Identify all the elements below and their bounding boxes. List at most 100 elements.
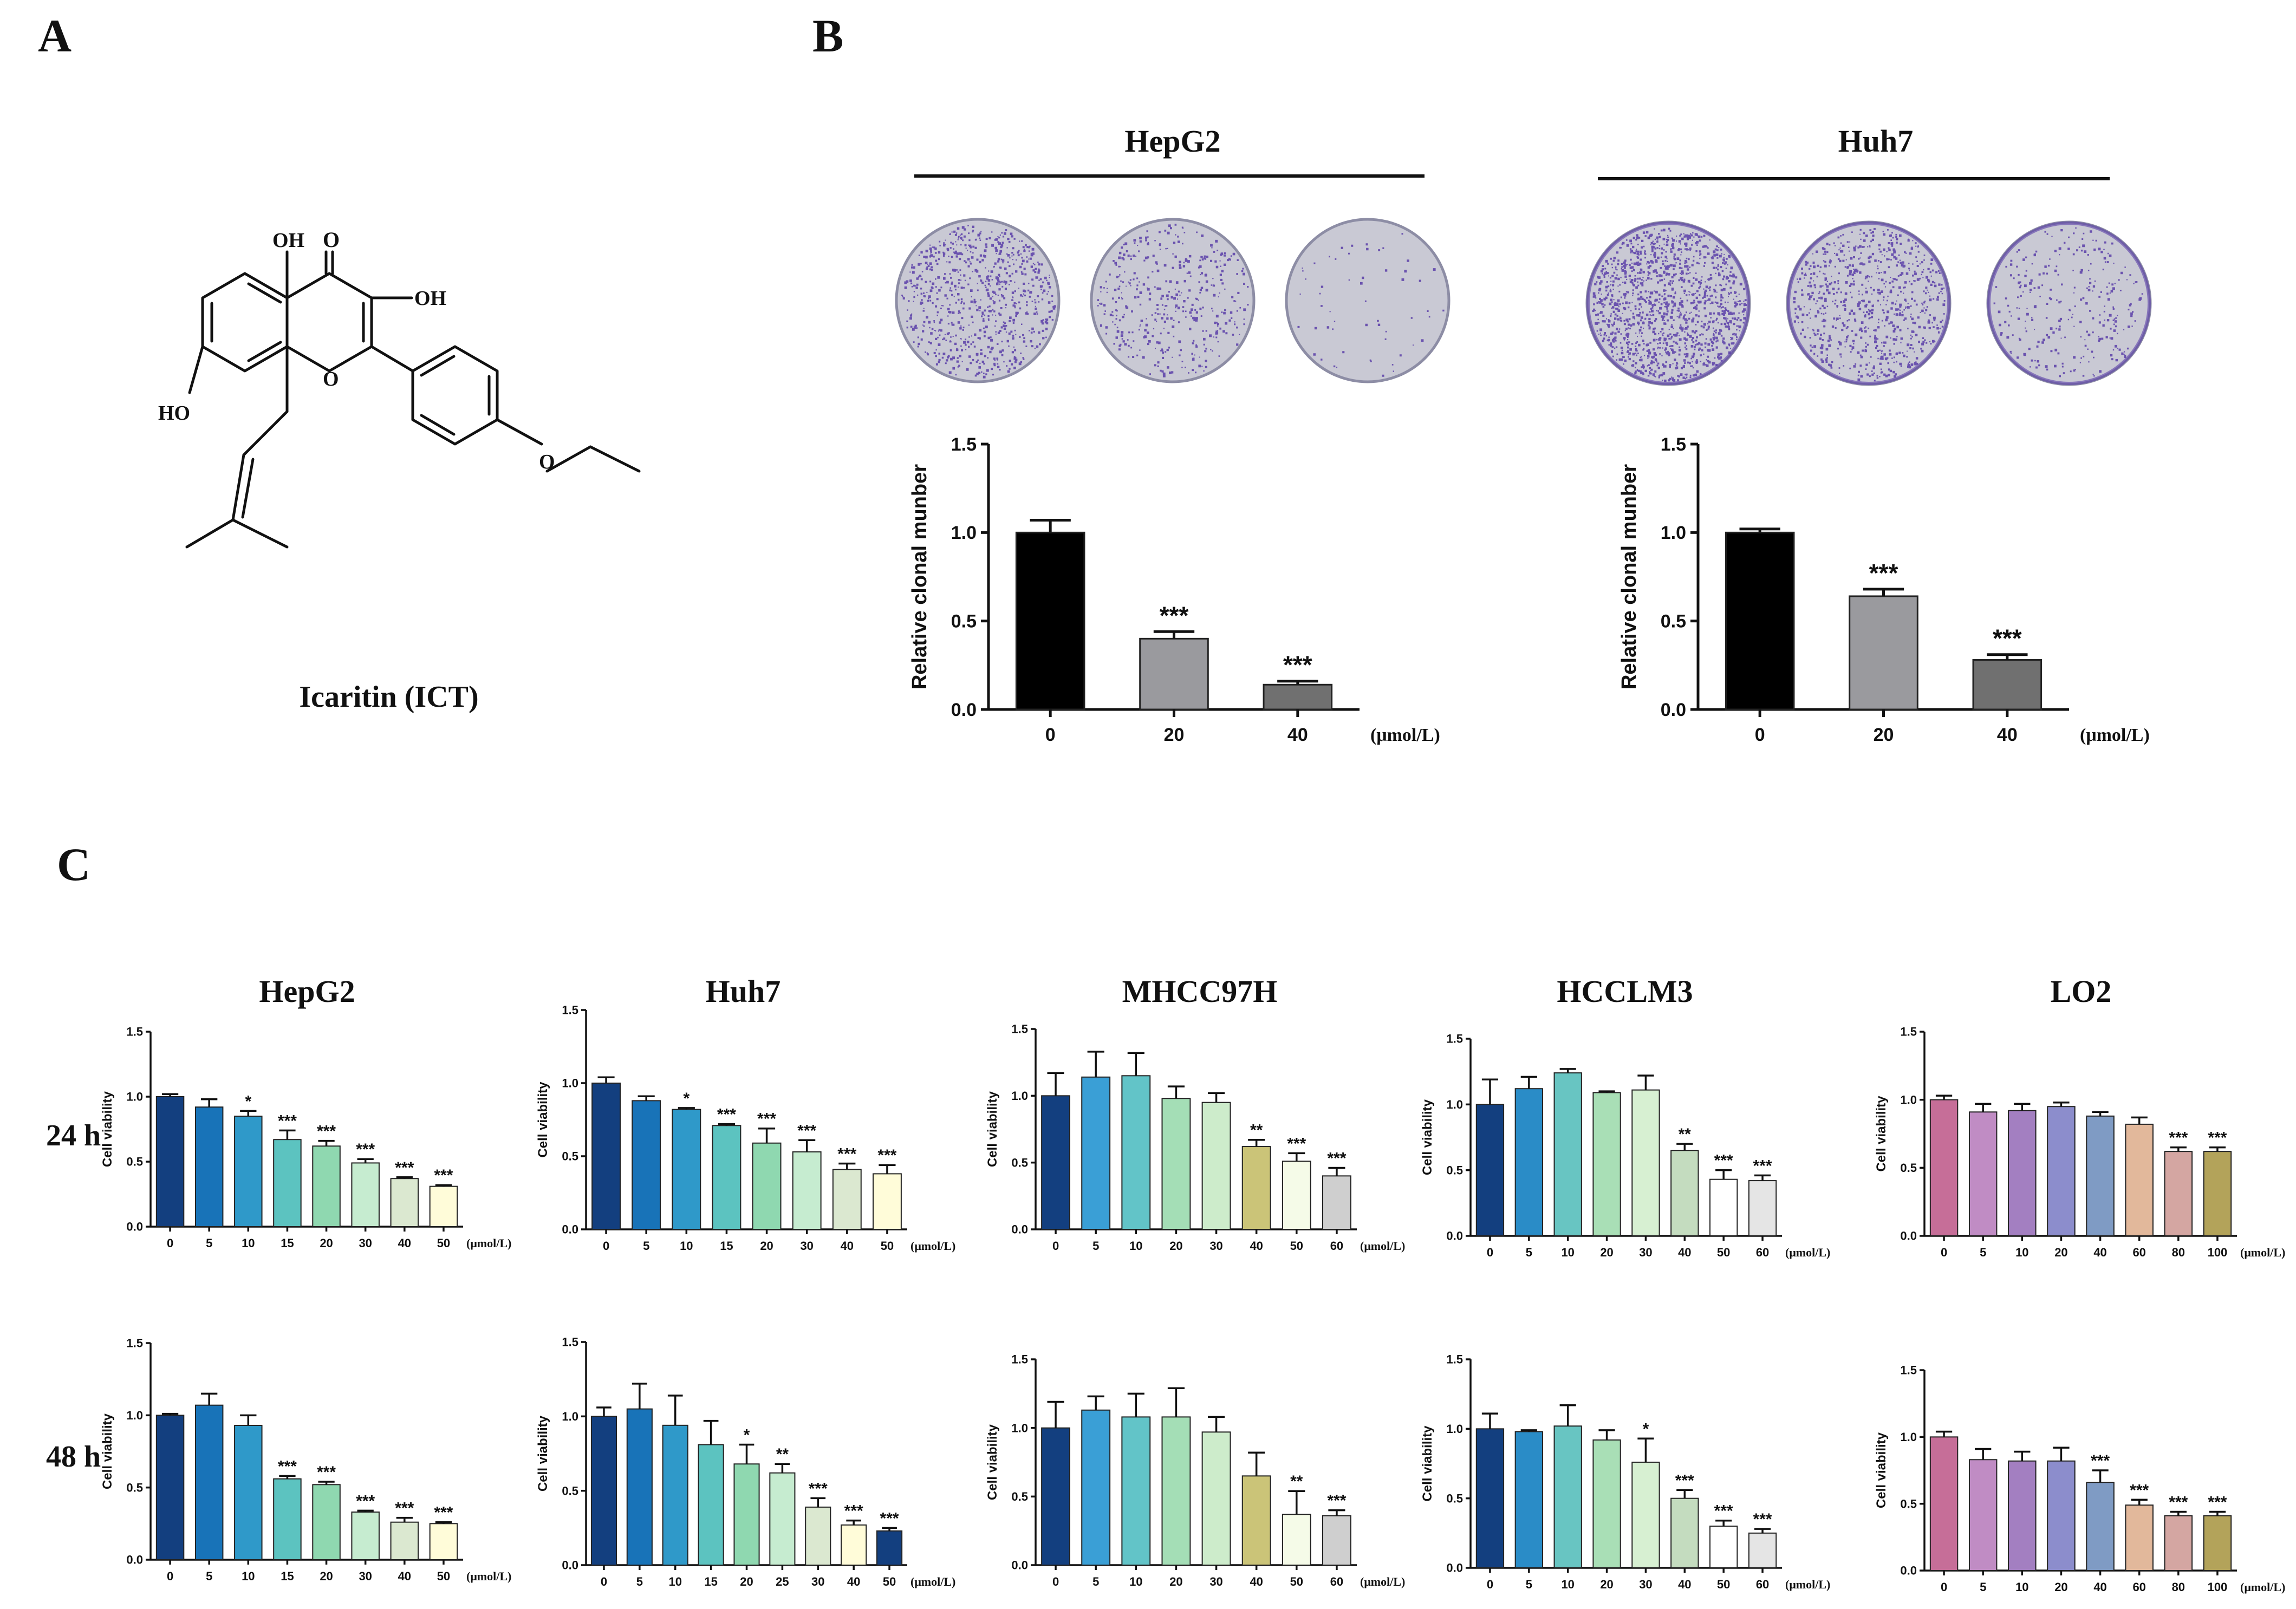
bar-20: [1161, 1416, 1191, 1566]
prenyl-4: [185, 518, 235, 549]
bar-60: [1322, 1515, 1351, 1566]
x-tick-label: 50: [1717, 1578, 1730, 1591]
ring-a-double-3: [247, 282, 282, 304]
x-tick-label: 5: [1092, 1239, 1099, 1253]
x-tick-label: 10: [1129, 1239, 1142, 1253]
y-axis-label: Cell viability: [985, 1091, 1000, 1167]
significance-label: ***: [757, 1110, 776, 1128]
y-tick-label: 1.0: [1900, 1093, 1917, 1106]
significance-label: ***: [1283, 651, 1312, 679]
y-tick-label: 1.5: [951, 434, 977, 455]
bar-30: [1631, 1089, 1660, 1236]
x-tick-label: 5: [206, 1236, 212, 1250]
bar-60: [1748, 1532, 1777, 1568]
bar-0: [1929, 1436, 1959, 1571]
bar-5: [1968, 1459, 1998, 1571]
bar-60: [2125, 1123, 2154, 1237]
colony-dots: [1592, 227, 1747, 382]
significance-label: ***: [2130, 1481, 2149, 1499]
bar-0: [1015, 531, 1085, 711]
colony-plates: [895, 218, 2152, 386]
y-tick-label: 0.0: [126, 1553, 143, 1567]
unit-label: (μmol/L): [1360, 1575, 1405, 1588]
atom-label-o-ring: O: [323, 368, 339, 390]
bar-30: [805, 1506, 831, 1566]
bar-40: [1670, 1497, 1699, 1569]
x-tick-label: 20: [2054, 1580, 2067, 1594]
bar-40: [832, 1169, 862, 1230]
x-tick-label: 5: [1980, 1580, 1986, 1594]
bar-50: [429, 1523, 458, 1560]
significance-label: ***: [1327, 1150, 1346, 1168]
unit-label: (μmol/L): [466, 1236, 511, 1250]
ring-a: [201, 272, 289, 373]
row-label-48h: 48 h: [46, 1440, 101, 1474]
bar-15: [698, 1444, 724, 1566]
unit-label: (μmol/L): [1785, 1246, 1830, 1259]
y-axis-label: Cell viability: [1420, 1425, 1435, 1502]
y-tick-label: 1.5: [1900, 1025, 1917, 1039]
x-tick-label: 60: [1330, 1575, 1343, 1588]
significance-label: ***: [278, 1457, 297, 1475]
x-tick-label: 30: [1639, 1578, 1652, 1591]
bar-0: [1041, 1427, 1071, 1566]
y-tick-label: 1.0: [126, 1409, 143, 1422]
y-tick-label: 1.0: [562, 1410, 578, 1423]
bar-5: [1081, 1409, 1111, 1566]
y-axis-label: Cell viability: [1874, 1432, 1889, 1508]
x-tick-label: 10: [242, 1569, 255, 1583]
significance-label: ***: [356, 1141, 375, 1158]
bar-50: [1709, 1178, 1738, 1236]
bar-25: [769, 1472, 796, 1566]
x-tick-label: 0: [1052, 1239, 1059, 1253]
plate-dish: [895, 218, 1061, 383]
bar-30: [351, 1512, 380, 1560]
panel-c-title-mhcc97h: MHCC97H: [1122, 974, 1278, 1009]
bar-20: [312, 1145, 341, 1227]
significance-label: ***: [1753, 1510, 1772, 1528]
significance-label: ***: [2208, 1493, 2227, 1511]
bar-5: [1081, 1076, 1111, 1230]
bar-0: [1041, 1095, 1071, 1230]
x-tick-label: 15: [281, 1569, 294, 1583]
bar-10: [1121, 1075, 1151, 1230]
x-tick-label: 40: [1250, 1575, 1263, 1588]
bar-10: [2008, 1110, 2037, 1237]
y-tick-label: 0.5: [1011, 1156, 1028, 1169]
row-label-24h: 24 h: [46, 1119, 101, 1152]
prenyl-2: [242, 410, 289, 457]
significance-label: ***: [2169, 1129, 2188, 1147]
significance-label: **: [1679, 1125, 1692, 1143]
bar-60: [1748, 1180, 1777, 1237]
x-tick-label: 60: [1330, 1239, 1343, 1253]
colony-plate-huh7-0: [1585, 220, 1751, 386]
bar-50: [1282, 1161, 1311, 1230]
bar-50: [1709, 1526, 1738, 1568]
x-tick-label: 5: [636, 1575, 643, 1588]
y-tick-label: 0.5: [126, 1481, 143, 1494]
bar-5: [194, 1404, 224, 1561]
y-axis-label: Cell viability: [100, 1413, 115, 1489]
bar-0: [1725, 531, 1795, 711]
x-tick-label: 40: [1678, 1246, 1691, 1259]
phenyl-link: [370, 345, 414, 373]
x-tick-label: 10: [242, 1236, 255, 1250]
bar-15: [712, 1125, 742, 1230]
significance-label: ***: [797, 1122, 816, 1139]
x-tick-label: 40: [1250, 1239, 1263, 1253]
bar-40: [2086, 1115, 2115, 1236]
bar-10: [1121, 1416, 1151, 1566]
y-tick-label: 0.5: [951, 611, 977, 632]
x-tick-label: 25: [776, 1575, 789, 1588]
y-tick-label: 1.0: [1900, 1430, 1917, 1444]
methoxy-bond-2: [545, 445, 592, 473]
x-tick-label: 0: [1487, 1578, 1493, 1591]
bar-30: [1201, 1431, 1231, 1566]
y-tick-label: 0.5: [1900, 1497, 1917, 1510]
bar-20: [1592, 1439, 1621, 1569]
